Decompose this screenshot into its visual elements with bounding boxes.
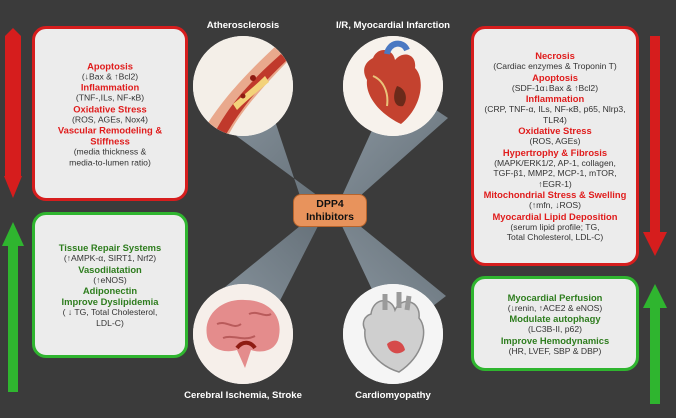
- myocardial-infarction-heart-illustration: [343, 36, 443, 136]
- left-red-heading: Vascular Remodeling & Stiffness: [57, 124, 163, 147]
- right-down-arrow-shaft: [650, 36, 660, 234]
- left-beneficial-effects-box: Tissue Repair Systems(↑AMPK-α, SIRT1, Nr…: [32, 212, 188, 358]
- right-red-detail: Total Cholesterol, LDL-C): [506, 231, 604, 242]
- right-red-heading: Myocardial Lipid Deposition: [492, 210, 618, 222]
- right-up-arrow-shaft: [650, 306, 660, 404]
- center-line-2: Inhibitors: [306, 211, 354, 223]
- stroke-brain-illustration: [193, 284, 293, 384]
- left-harmful-effects-box: Apoptosis(↓Bax & ↑Bcl2)Inflammation(TNF-…: [32, 26, 188, 201]
- left-green-detail: (↑eNOS): [93, 274, 127, 285]
- right-harmful-effects-box: Necrosis(Cardiac enzymes & Troponin T)Ap…: [471, 26, 639, 266]
- left-red-detail: (ROS, AGEs, Nox4): [72, 113, 148, 124]
- right-red-detail: (CRP, TNF-α, ILs, NF-κB, p65, Nlrp3,: [484, 103, 626, 114]
- label-ir-myocardial-infarction: I/R, Myocardial Infarction: [335, 20, 451, 31]
- right-up-arrowhead: [643, 284, 667, 308]
- right-beneficial-effects-box: Myocardial Perfusion(↓renin, ↑ACE2 & eNO…: [471, 276, 639, 371]
- left-up-arrow-shaft: [8, 246, 18, 392]
- right-down-arrowhead: [643, 232, 667, 256]
- atherosclerosis-artery-illustration: [193, 36, 293, 136]
- left-green-heading: Improve Dyslipidemia: [61, 296, 159, 307]
- right-red-heading: Oxidative Stress: [518, 124, 592, 136]
- center-line-1: DPP4: [316, 198, 344, 210]
- left-up-arrowhead: [2, 222, 24, 246]
- left-red-heading: Inflammation: [80, 81, 140, 93]
- right-red-heading: Hypertrophy & Fibrosis: [502, 146, 608, 158]
- left-red-heading: Oxidative Stress: [73, 102, 147, 114]
- right-red-detail: (ROS, AGEs): [529, 135, 581, 146]
- right-green-heading: Modulate autophagy: [509, 312, 601, 324]
- right-red-detail: (MAPK/ERK1/2, AP-1, collagen,: [494, 157, 616, 168]
- right-red-detail: (SDF-1α↓Bax & ↑Bcl2): [511, 82, 599, 93]
- right-red-heading: Mitochondrial Stress & Swelling: [483, 188, 627, 200]
- left-green-detail: LDL-C): [96, 317, 124, 328]
- left-green-heading: Adiponectin: [82, 285, 138, 296]
- left-down-arrow-shaft: [8, 38, 18, 178]
- label-cerebral-ischemia-stroke: Cerebral Ischemia, Stroke: [184, 390, 302, 401]
- left-red-detail: (↓Bax & ↑Bcl2): [81, 70, 139, 81]
- cardiomyopathy-heart-illustration: [343, 284, 443, 384]
- right-red-detail: (serum lipid profile; TG,: [510, 221, 600, 232]
- label-cardiomyopathy: Cardiomyopathy: [355, 390, 431, 401]
- label-atherosclerosis: Atherosclerosis: [206, 20, 280, 31]
- dpp4-inhibitors-node: DPP4 Inhibitors: [293, 194, 367, 227]
- right-red-heading: Inflammation: [525, 92, 585, 104]
- right-green-heading: Improve Hemodynamics: [500, 334, 610, 346]
- left-green-detail: ( ↓ TG, Total Cholesterol,: [62, 307, 158, 317]
- left-green-heading: Tissue Repair Systems: [58, 242, 162, 253]
- left-red-detail: (TNF-,ILs, NF-κB): [75, 92, 145, 103]
- right-red-detail: TLR4): [543, 114, 567, 125]
- right-red-detail: (Cardiac enzymes & Troponin T): [493, 60, 617, 71]
- left-down-arrowhead: [4, 176, 22, 198]
- left-red-detail: (media thickness &: [73, 146, 147, 157]
- right-red-detail: TGF-β1, MMP2, MCP-1, mTOR,: [493, 167, 617, 178]
- left-green-heading: Vasodilatation: [78, 263, 142, 275]
- right-red-heading: Necrosis: [535, 49, 575, 61]
- left-red-heading: Apoptosis: [87, 59, 133, 71]
- right-green-detail: (↓renin, ↑ACE2 & eNOS): [507, 302, 603, 313]
- left-red-detail: media-to-lumen ratio): [69, 156, 151, 167]
- right-red-detail: ↑EGR-1): [538, 178, 572, 189]
- right-green-heading: Myocardial Perfusion: [507, 291, 603, 303]
- left-green-detail: (↑AMPK-α, SIRT1, Nrf2): [63, 253, 157, 263]
- right-red-detail: (↑mfn, ↓ROS): [528, 199, 582, 210]
- right-green-detail: (LC3B-II, p62): [528, 323, 582, 334]
- right-green-detail: (HR, LVEF, SBP & DBP): [508, 345, 602, 356]
- right-red-heading: Apoptosis: [532, 71, 578, 83]
